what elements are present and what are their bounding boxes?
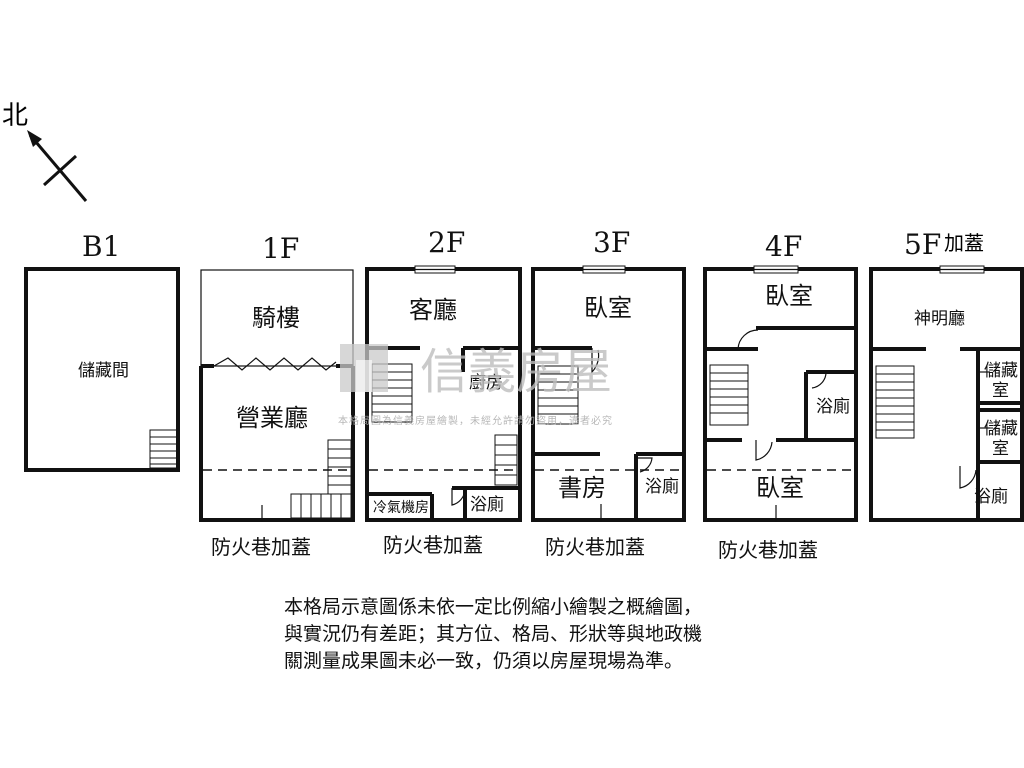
floor-label-4f: 4F bbox=[765, 230, 802, 263]
b1-room-storage: 儲藏間 bbox=[78, 361, 129, 381]
5f-room-storage-a-line1: 儲藏 bbox=[984, 361, 1018, 381]
disclaimer-line-2: 與實況仍有差距；其方位、格局、形狀等與地政機 bbox=[284, 623, 703, 645]
1f-folding-door bbox=[213, 357, 337, 371]
5f-room-shrine: 神明廳 bbox=[914, 309, 965, 329]
3f-room-bath: 浴廁 bbox=[645, 476, 679, 497]
4f-room-bath: 浴廁 bbox=[816, 396, 850, 417]
2f-room-kitchen: 廚房 bbox=[469, 372, 503, 393]
2f-extension-label: 防火巷加蓋 bbox=[383, 533, 483, 557]
2f-room-bath: 浴廁 bbox=[470, 494, 504, 515]
floor-label-5f-suffix: 加蓋 bbox=[944, 231, 984, 255]
1f-room-business-hall: 營業廳 bbox=[236, 404, 308, 432]
5f-room-storage-a-line2: 室 bbox=[992, 381, 1009, 401]
5f-room-bath: 浴廁 bbox=[974, 486, 1008, 507]
compass-arrow-head bbox=[27, 130, 42, 147]
3f-extension-label: 防火巷加蓋 bbox=[545, 535, 645, 559]
5f-bath-door bbox=[959, 466, 977, 489]
3f-bath-door bbox=[636, 457, 653, 473]
4f-room-bedroom-front: 臥室 bbox=[765, 282, 813, 310]
compass-arrow-shaft bbox=[28, 134, 88, 202]
3f-room-bedroom: 臥室 bbox=[584, 294, 632, 322]
4f-bath-door bbox=[810, 371, 827, 389]
4f-stair bbox=[709, 364, 749, 426]
floor-label-2f: 2F bbox=[428, 226, 465, 259]
4f-room-bedroom-rear: 臥室 bbox=[756, 474, 804, 502]
floor-label-b1: B1 bbox=[82, 230, 120, 263]
4f-bedroom-door bbox=[737, 329, 759, 350]
4f-extension-label: 防火巷加蓋 bbox=[718, 538, 818, 562]
north-compass: 北 bbox=[2, 101, 88, 202]
4f-rear-bedroom-door bbox=[755, 440, 773, 461]
3f-room-study: 書房 bbox=[558, 474, 606, 502]
5f-room-storage-b-line1: 儲藏 bbox=[984, 419, 1018, 439]
floor-label-3f: 3F bbox=[593, 226, 630, 259]
1f-outline bbox=[199, 366, 355, 522]
watermark-brand-text: 信義房屋 bbox=[420, 344, 612, 400]
b1-outline bbox=[24, 267, 180, 472]
plan-b1: 儲藏間 bbox=[24, 267, 180, 472]
1f-stair bbox=[290, 439, 352, 519]
2f-room-ac-machine: 冷氣機房 bbox=[373, 500, 429, 516]
disclaimer-note: 本格局示意圖係未依一定比例縮小繪製之概繪圖， 與實況仍有差距；其方位、格局、形狀… bbox=[284, 594, 702, 675]
plan-4f: 臥室 浴廁 臥室 bbox=[703, 265, 858, 522]
3f-bedroom-door bbox=[591, 348, 600, 374]
2f-room-living: 客廳 bbox=[409, 296, 457, 324]
1f-arcade-outline bbox=[200, 269, 354, 367]
compass-cross-bar bbox=[42, 154, 78, 187]
1f-extension-label: 防火巷加蓋 bbox=[211, 535, 311, 559]
north-label: 北 bbox=[2, 101, 28, 131]
plan-5f: 神明廳 儲藏 室 儲藏 室 浴廁 bbox=[869, 265, 1024, 522]
disclaimer-line-1: 本格局示意圖係未依一定比例縮小繪製之概繪圖， bbox=[284, 596, 703, 618]
1f-room-arcade: 騎樓 bbox=[252, 304, 300, 332]
plan-3f: 臥室 書房 浴廁 bbox=[531, 265, 686, 522]
3f-stair bbox=[537, 365, 579, 425]
5f-stair bbox=[875, 365, 915, 439]
2f-bath-door bbox=[451, 488, 466, 506]
plan-2f: 客廳 廚房 冷氣機房 浴廁 bbox=[365, 265, 522, 522]
b1-stair bbox=[149, 429, 178, 469]
floor-label-1f: 1F bbox=[262, 232, 299, 265]
plan-1f: 騎樓 營業廳 bbox=[199, 269, 355, 522]
disclaimer-line-3: 關測量成果圖未必一致，仍須以房屋現場為準。 bbox=[284, 650, 684, 672]
floor-label-5f: 5F bbox=[904, 228, 941, 261]
brand-watermark: 信義房屋 本格局圖為信義房屋繪製，未經允許請勿盜用，違者必究 bbox=[338, 344, 613, 427]
5f-room-storage-b-line2: 室 bbox=[992, 439, 1009, 459]
watermark-notice: 本格局圖為信義房屋繪製，未經允許請勿盜用，違者必究 bbox=[338, 414, 613, 427]
